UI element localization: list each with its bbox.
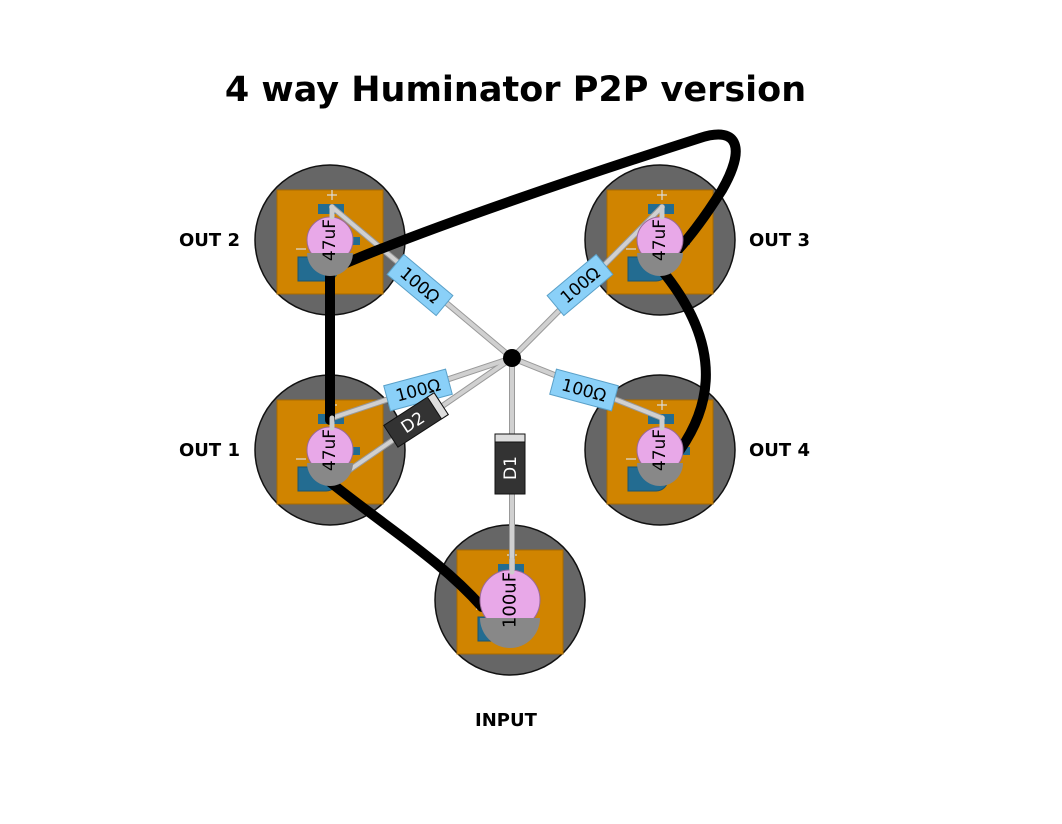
- capacitor-out4: 47uF: [636, 426, 684, 486]
- diode-d2: D2: [383, 392, 449, 448]
- ground-wires: [325, 129, 741, 612]
- label-input: INPUT: [475, 710, 537, 731]
- resistor-out2: 100Ω: [386, 253, 454, 317]
- ground-wire-out2-out3: [325, 129, 741, 275]
- diode-d1: D1: [494, 433, 526, 495]
- capacitor-input-label: 100uF: [500, 572, 521, 628]
- cap-lead-ends: [329, 204, 665, 575]
- star-junction: [503, 349, 521, 367]
- diagram-title: 4 way Huminator P2P version: [224, 70, 807, 110]
- capacitor-out3: 47uF: [636, 216, 684, 276]
- resistor-out4: 100Ω: [549, 368, 619, 412]
- capacitor-out1: 47uF: [306, 426, 354, 486]
- label-out4: OUT 4: [749, 440, 810, 461]
- capacitor-out2: 47uF: [306, 216, 354, 276]
- ground-wire-out1-input: [325, 477, 487, 612]
- capacitor-input: 100uF: [479, 569, 541, 648]
- capacitor-out3-label: 47uF: [650, 219, 670, 261]
- diode-d1-label: D1: [501, 456, 521, 480]
- capacitor-out4-label: 47uF: [650, 429, 670, 471]
- label-out1: OUT 1: [179, 440, 240, 461]
- capacitor-out2-label: 47uF: [320, 219, 340, 261]
- ground-wire-out3-out4: [655, 263, 711, 467]
- label-out3: OUT 3: [749, 230, 810, 251]
- label-out2: OUT 2: [179, 230, 240, 251]
- capacitor-out1-label: 47uF: [320, 429, 340, 471]
